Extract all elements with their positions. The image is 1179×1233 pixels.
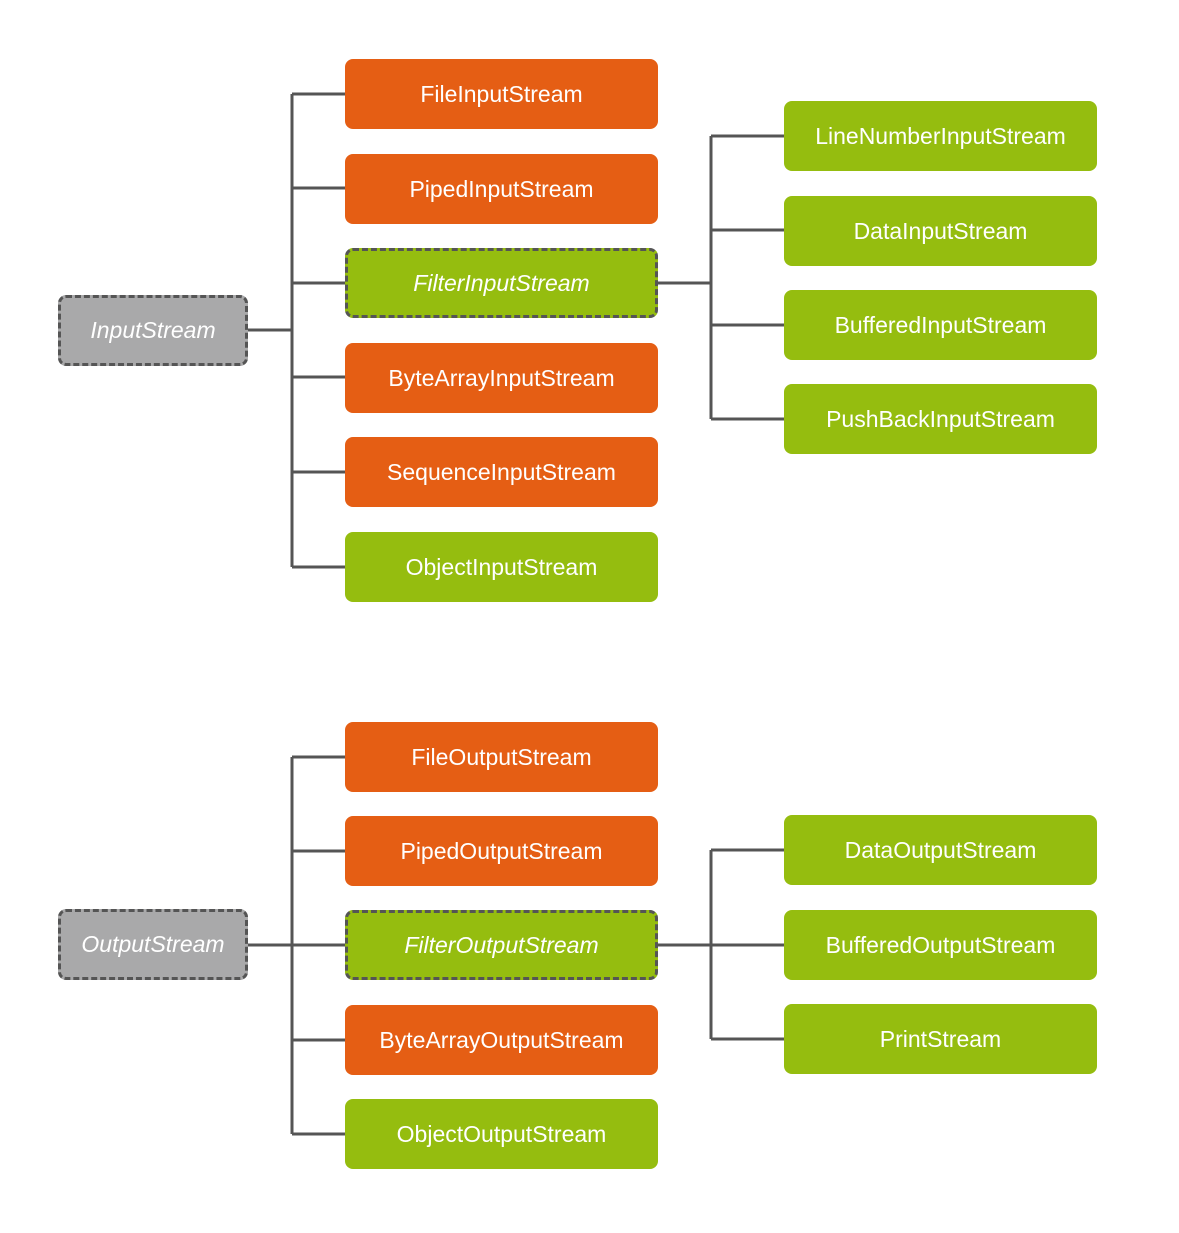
bytearrayinputstream-node: ByteArrayInputStream: [345, 343, 658, 413]
pipedoutputstream-node: PipedOutputStream: [345, 816, 658, 886]
objectinputstream-node: ObjectInputStream: [345, 532, 658, 602]
dataoutputstream-node: DataOutputStream: [784, 815, 1097, 885]
outputstream-node: OutputStream: [58, 909, 248, 980]
fileinputstream-node: FileInputStream: [345, 59, 658, 129]
fileoutputstream-node: FileOutputStream: [345, 722, 658, 792]
pipedinputstream-node: PipedInputStream: [345, 154, 658, 224]
bufferedoutputstream-node: BufferedOutputStream: [784, 910, 1097, 980]
filterinputstream-node: FilterInputStream: [345, 248, 658, 318]
bufferedinputstream-node: BufferedInputStream: [784, 290, 1097, 360]
printstream-node: PrintStream: [784, 1004, 1097, 1074]
inputstream-node: InputStream: [58, 295, 248, 366]
filteroutputstream-node: FilterOutputStream: [345, 910, 658, 980]
sequenceinputstream-node: SequenceInputStream: [345, 437, 658, 507]
pushbackinputstream-node: PushBackInputStream: [784, 384, 1097, 454]
linenumberinputstream-node: LineNumberInputStream: [784, 101, 1097, 171]
objectoutputstream-node: ObjectOutputStream: [345, 1099, 658, 1169]
bytearrayoutputstream-node: ByteArrayOutputStream: [345, 1005, 658, 1075]
datainputstream-node: DataInputStream: [784, 196, 1097, 266]
